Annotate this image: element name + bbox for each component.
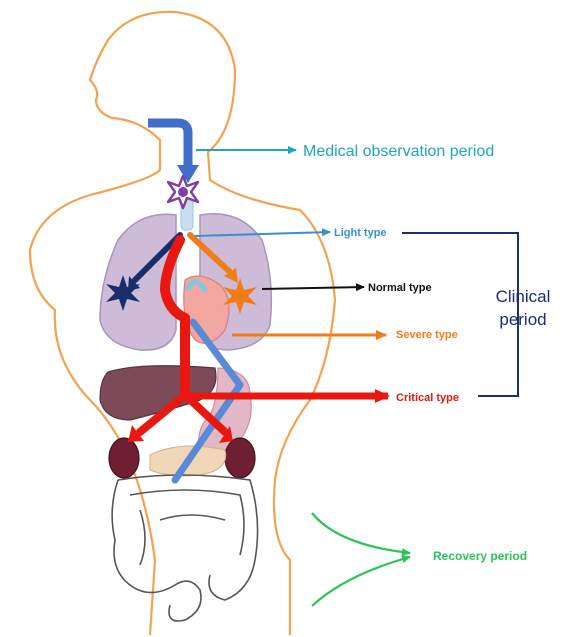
critical-type-label: Critical type [396,392,459,404]
recovery-arrow-lower [312,557,410,606]
recovery-period-label: Recovery period [433,549,527,563]
intestines [112,475,257,621]
medical-observation-label: Medical observation period [303,143,494,160]
light-type-label: Light type [334,227,387,239]
severe-type-label: Severe type [396,329,458,341]
normal-type-label: Normal type [368,282,432,294]
normal-type-arrow [262,287,364,289]
recovery-arrow-upper [312,513,410,553]
clinical-period-label-line1: Clinical [496,287,551,306]
clinical-period-label-line2: period [499,310,546,329]
inlet-blue-arrow [148,123,188,170]
